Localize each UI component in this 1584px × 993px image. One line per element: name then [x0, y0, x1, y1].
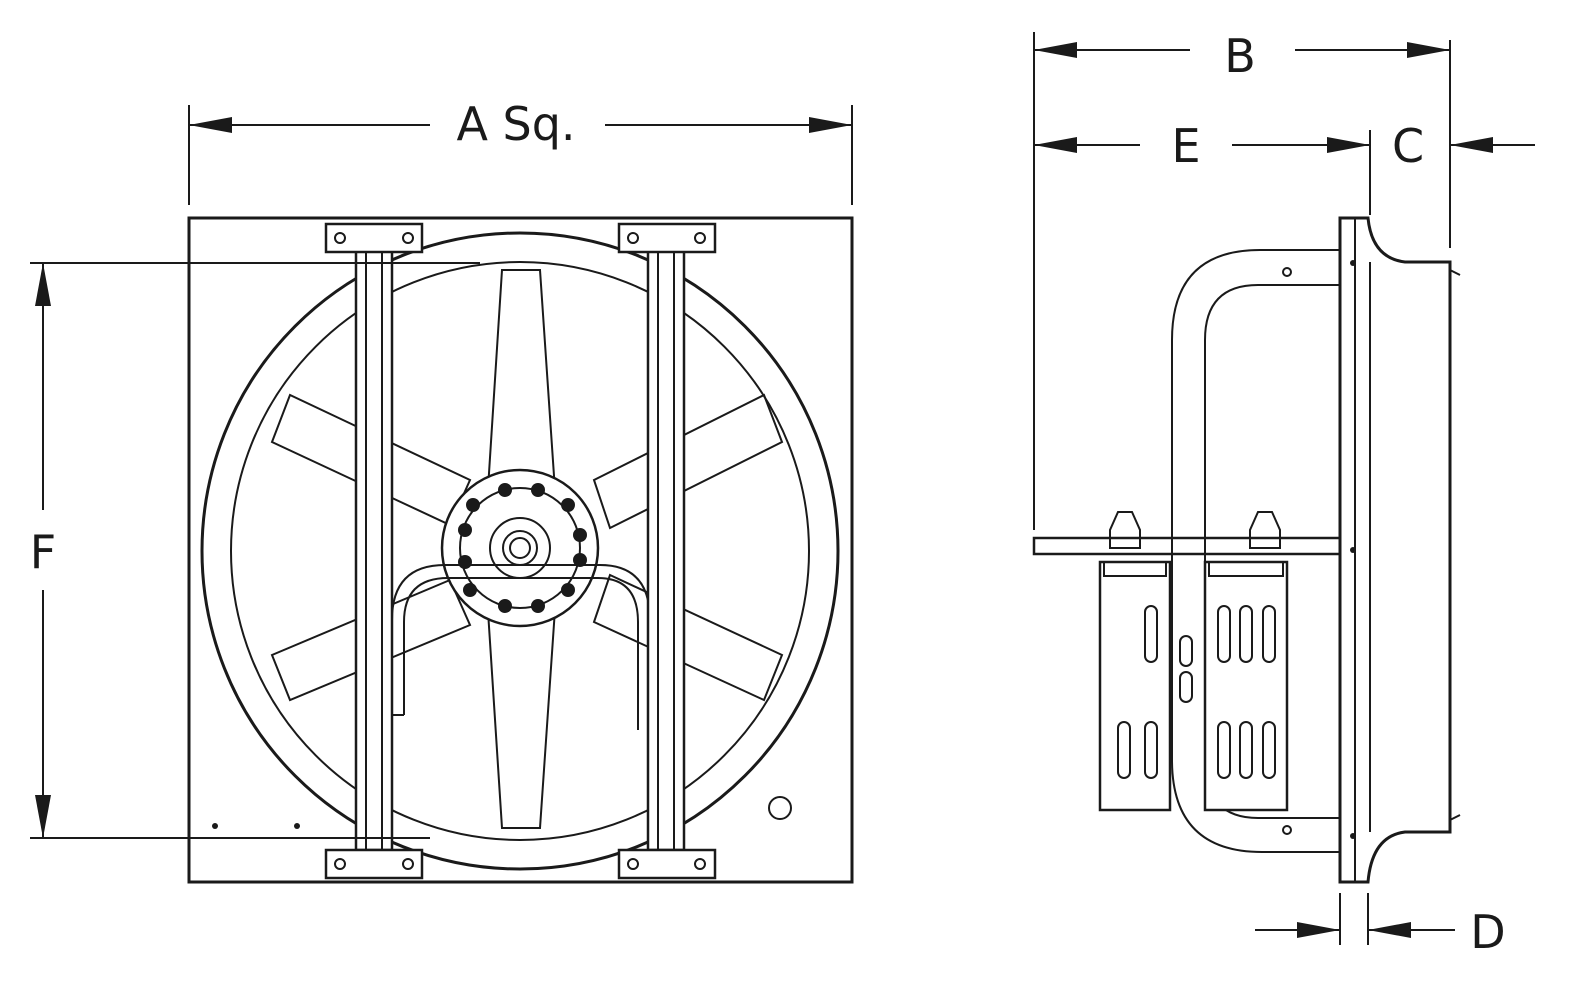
- top-right-bracket: [617, 222, 717, 254]
- motor-right: [1203, 511, 1289, 812]
- panel-dot: [212, 823, 218, 829]
- panel-dot: [294, 823, 300, 829]
- venturi-ring-inner: [230, 261, 810, 841]
- venturi-profile: [1338, 216, 1452, 884]
- panel-hole: [768, 796, 792, 820]
- dimension-e: E: [1034, 119, 1371, 215]
- blade-upper-right: [592, 393, 784, 530]
- side-view: [1032, 216, 1461, 884]
- left-support-rail: [354, 248, 394, 852]
- fan-hub: [440, 468, 600, 628]
- dimension-d-label: D: [1470, 905, 1505, 959]
- blade-lower-right: [592, 573, 784, 702]
- right-support-rail: [646, 248, 686, 852]
- dimension-c-label: C: [1392, 119, 1424, 173]
- dimension-f: F: [30, 262, 480, 839]
- top-left-bracket: [324, 222, 424, 254]
- dimension-f-label: F: [30, 525, 56, 579]
- venturi-ring-outer: [200, 231, 840, 871]
- bottom-right-bracket: [617, 848, 717, 880]
- dimension-e-label: E: [1171, 119, 1200, 173]
- dimension-b: B: [1033, 29, 1451, 530]
- front-view: [187, 216, 854, 884]
- dimension-a-label: A Sq.: [456, 97, 575, 151]
- dimension-b-label: B: [1224, 29, 1256, 83]
- dimension-c: C: [1392, 119, 1535, 173]
- front-panel: [187, 216, 854, 884]
- blade-lower-left: [270, 578, 472, 702]
- motor-left: [1098, 511, 1193, 812]
- dimension-a: A Sq.: [188, 97, 853, 205]
- shaft: [1032, 536, 1342, 556]
- dimension-d: D: [1255, 893, 1506, 959]
- bottom-left-bracket: [324, 848, 424, 880]
